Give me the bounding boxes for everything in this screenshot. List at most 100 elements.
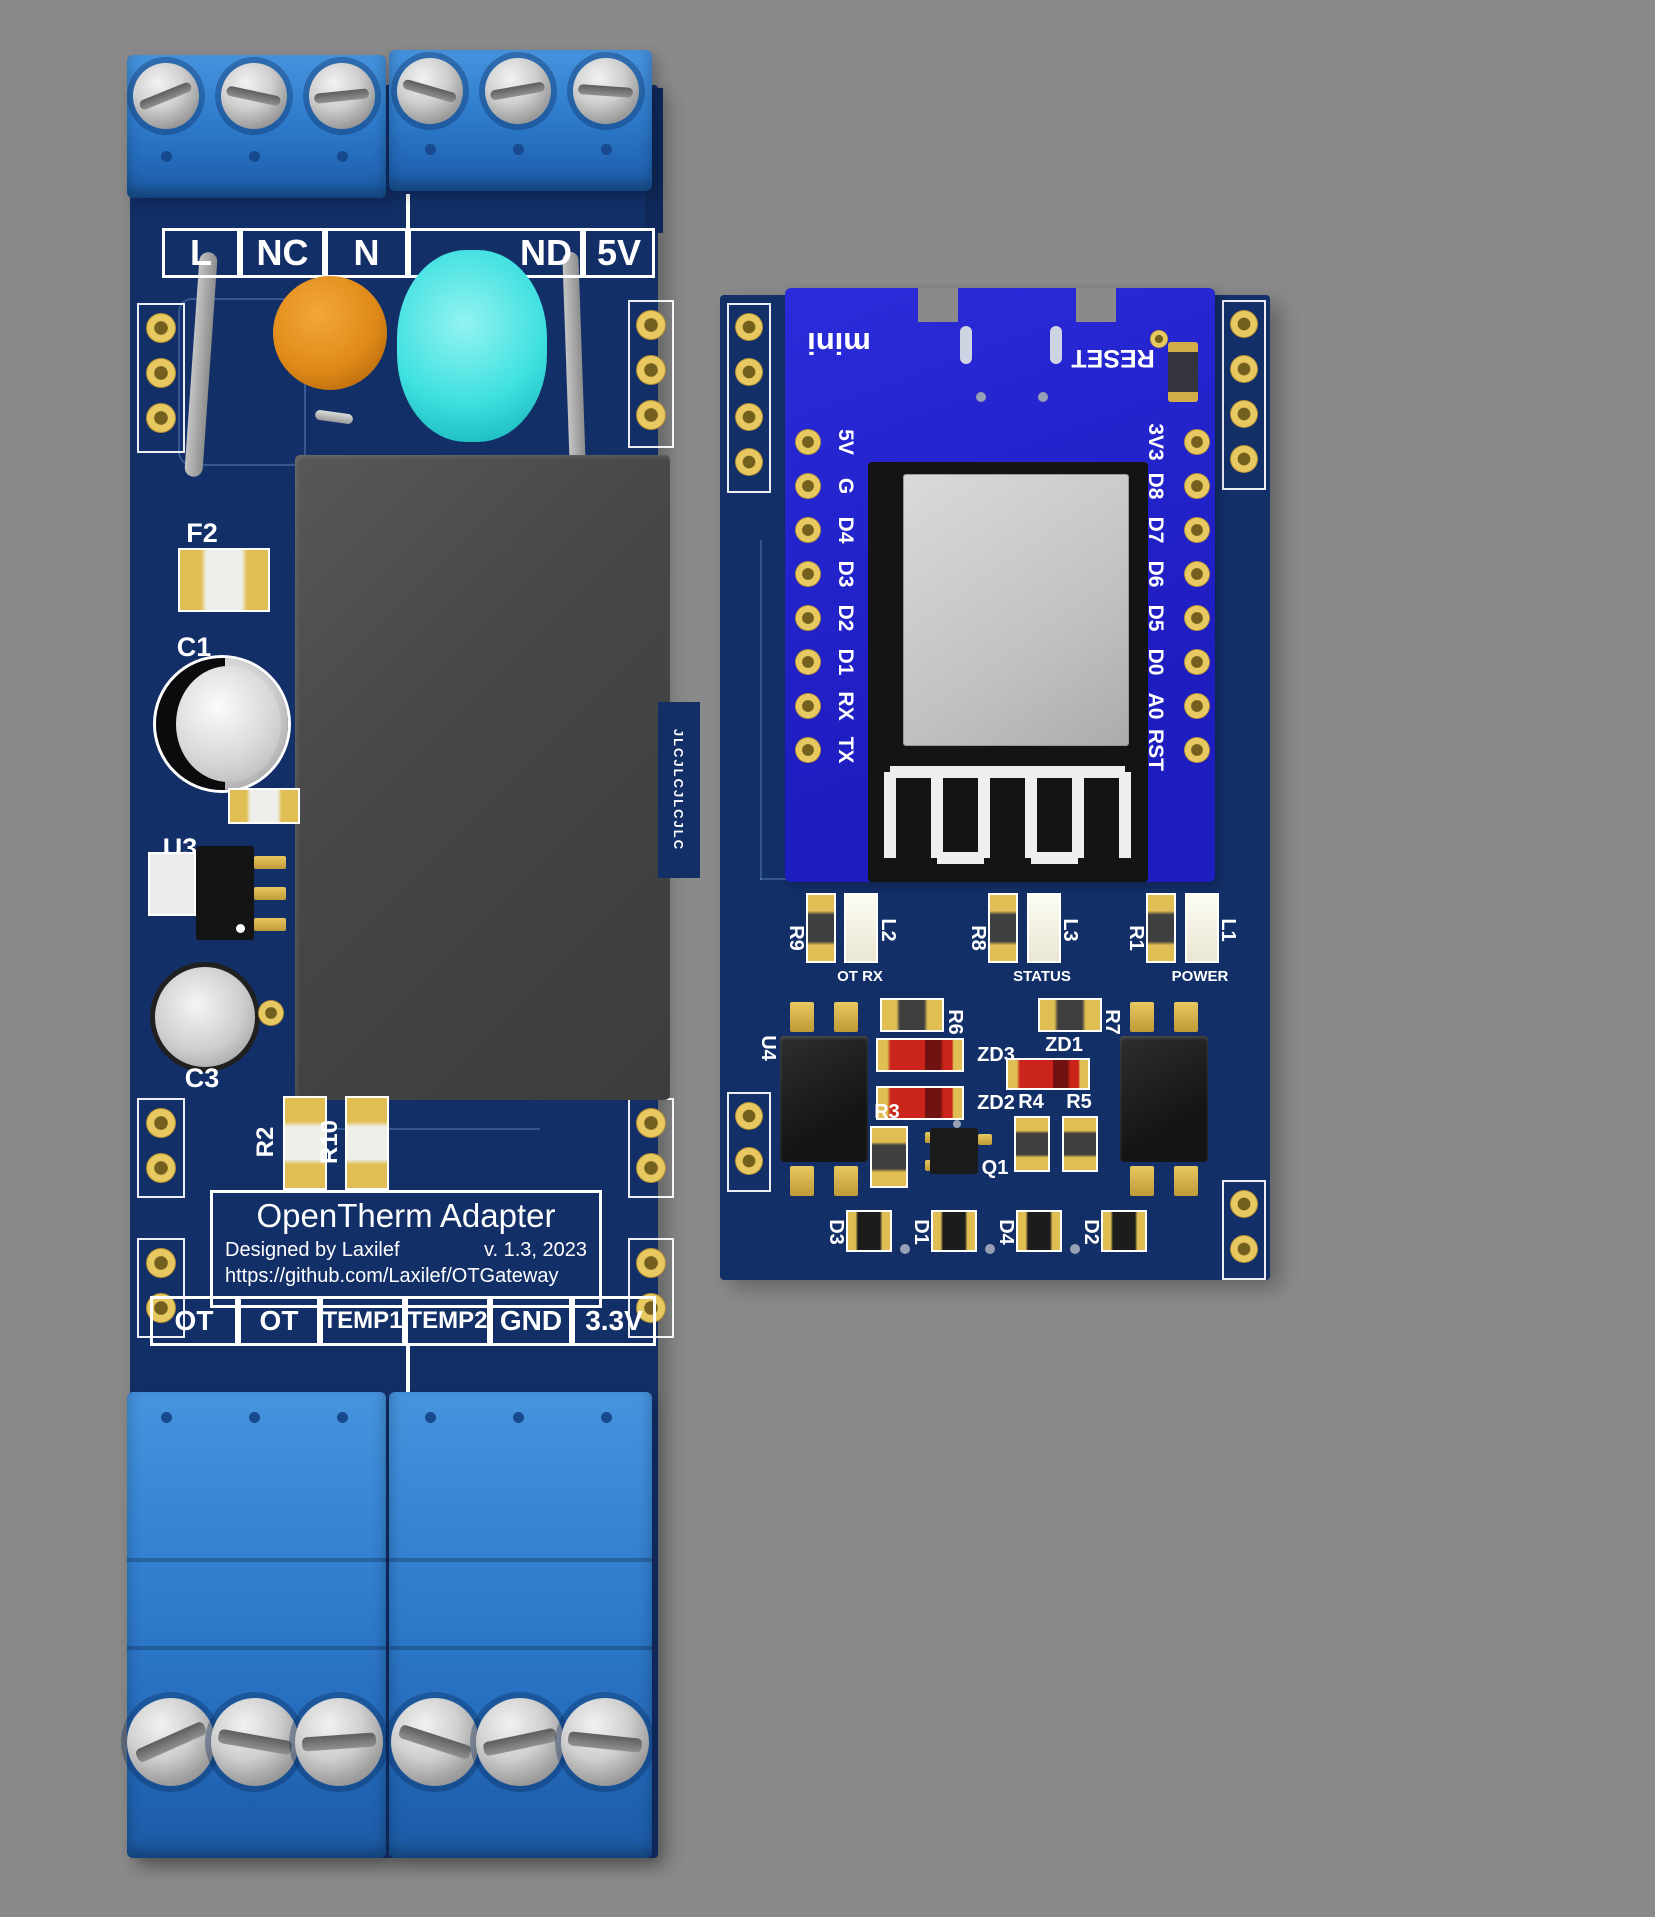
terminal-label-box: 5V — [583, 228, 655, 278]
gold-pad — [636, 355, 666, 385]
pin-pad — [795, 473, 821, 499]
byline: Designed by Laxilef — [225, 1239, 400, 1261]
res-ref-label: R1 — [1125, 925, 1147, 951]
panel-edge-tab: JLCJLCJLCJLC — [658, 702, 700, 878]
smd-resistor-r4 — [1014, 1116, 1050, 1172]
electrolytic-cap-c1 — [156, 658, 288, 790]
terminal-label-box: OT — [238, 1296, 320, 1346]
pin-label: TX — [834, 736, 858, 764]
reg-tab-pad — [148, 852, 196, 916]
res-ref-label: R8 — [967, 925, 989, 951]
gold-pad — [735, 358, 763, 386]
diode-ref-label: D3 — [825, 1219, 847, 1245]
gold-pad — [735, 313, 763, 341]
optocoupler-u4 — [780, 1036, 868, 1162]
smd-resistor-r5 — [1062, 1116, 1098, 1172]
res-ref-label: R4 — [1018, 1091, 1044, 1113]
terminal-label-box: N — [325, 228, 408, 278]
diode-d3 — [846, 1210, 892, 1252]
silk-divider — [406, 194, 410, 230]
res-ref-label: R2 — [252, 1126, 279, 1158]
terminal-screw — [573, 58, 639, 124]
cap-ref-label: C3 — [184, 1062, 220, 1093]
smd-resistor-r8 — [988, 893, 1018, 963]
ic-lead — [254, 887, 286, 900]
terminal-dot — [601, 144, 612, 155]
housing-groove — [127, 1558, 386, 1562]
terminal-dot — [249, 1412, 260, 1423]
transistor-lead — [978, 1134, 992, 1145]
pin-pad — [1184, 429, 1210, 455]
transistor-ref-label: Q1 — [981, 1157, 1009, 1179]
pin-pad — [795, 429, 821, 455]
terminal-screw — [391, 1698, 479, 1786]
cap-ref-label: C1 — [176, 631, 212, 662]
led-ref-label: L1 — [1217, 918, 1239, 942]
pcb-antenna — [884, 766, 1131, 864]
terminal-block-top-right — [389, 50, 652, 191]
gold-pad — [735, 403, 763, 431]
zener-zd2 — [876, 1086, 964, 1120]
ic-lead — [254, 856, 286, 869]
terminal-label: TEMP2 — [407, 1307, 488, 1334]
zener-ref-label: ZD3 — [977, 1044, 1015, 1066]
smd-resistor-r9 — [806, 893, 836, 963]
via — [900, 1244, 910, 1254]
pin-label: RST — [1144, 729, 1168, 771]
rf-shield — [903, 474, 1129, 746]
pad-group-box — [137, 1238, 185, 1338]
gold-pad — [1150, 330, 1168, 348]
led-l3 — [1027, 893, 1061, 963]
gold-pad — [146, 1248, 176, 1278]
gold-pad — [1230, 310, 1258, 338]
terminal-label: L — [190, 232, 212, 273]
optocoupler-right — [1120, 1036, 1208, 1162]
terminal-dot — [337, 1412, 348, 1423]
terminal-block-top-left — [127, 55, 386, 198]
disc-capacitor — [397, 250, 547, 442]
terminal-dot — [161, 1412, 172, 1423]
gold-pad — [735, 1102, 763, 1130]
smd-resistor-r10 — [345, 1096, 389, 1190]
board-notch — [918, 288, 958, 322]
copper-trace — [760, 540, 762, 880]
panel-tab-text: JLCJLCJLCJLC — [671, 728, 687, 852]
via — [1038, 392, 1048, 402]
pad-group-box — [628, 300, 674, 448]
pin1-dot — [236, 924, 245, 933]
gold-pad — [735, 448, 763, 476]
pin-pad — [1184, 473, 1210, 499]
terminal-label: OT — [174, 1305, 214, 1336]
gold-pad — [636, 400, 666, 430]
terminal-dot — [425, 144, 436, 155]
gold-pad — [636, 1248, 666, 1278]
gold-pad — [1230, 1235, 1258, 1263]
res-ref-label: R7 — [1101, 1009, 1123, 1035]
led-l2 — [844, 893, 878, 963]
gold-pad — [636, 310, 666, 340]
via — [1070, 1244, 1080, 1254]
terminal-screw — [221, 63, 287, 129]
terminal-label: ND — [520, 232, 572, 273]
smd-resistor-r1 — [1146, 893, 1176, 963]
via — [985, 1244, 995, 1254]
usb-slot — [960, 326, 972, 364]
terminal-screw — [476, 1698, 564, 1786]
smd-resistor-r3 — [870, 1126, 908, 1188]
pad-group-box — [1222, 1180, 1266, 1280]
smd-resistor-r7 — [1038, 998, 1102, 1032]
terminal-screw — [485, 58, 551, 124]
terminal-label-box: OT — [150, 1296, 238, 1346]
smd-resistor-r2 — [283, 1096, 327, 1190]
pin-pad — [795, 693, 821, 719]
ic-pad — [790, 1002, 814, 1032]
pin-pad — [795, 649, 821, 675]
pin-pad — [1184, 649, 1210, 675]
power-module — [295, 455, 670, 1100]
terminal-label-box: TEMP1 — [320, 1296, 405, 1346]
board-notch — [1076, 288, 1116, 322]
pin-pad — [795, 561, 821, 587]
terminal-dot — [601, 1412, 612, 1423]
varistor — [273, 276, 387, 390]
